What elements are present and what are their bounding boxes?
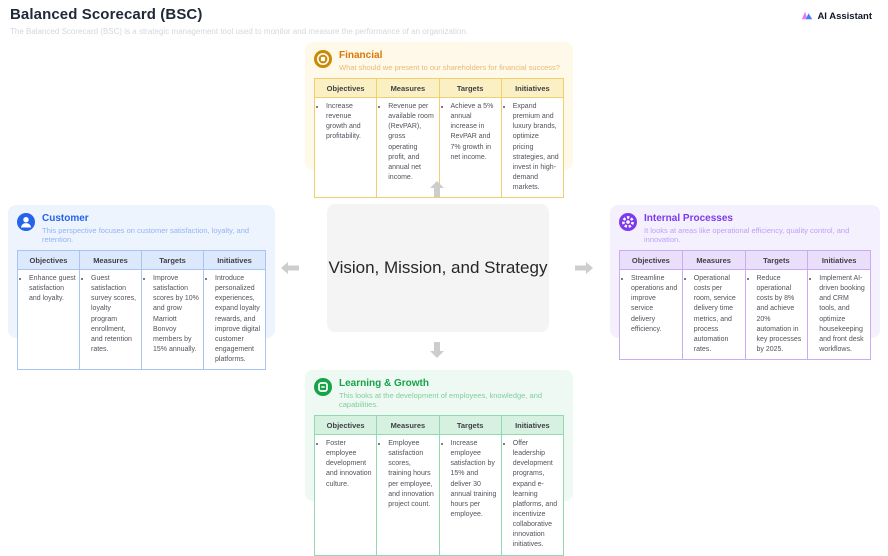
financial-title: Financial bbox=[339, 50, 383, 61]
book-icon bbox=[314, 378, 332, 396]
customer-table: Objectives Measures Targets Initiatives … bbox=[17, 250, 266, 371]
customer-col-initiatives: Initiatives bbox=[203, 250, 266, 270]
financial-col-targets: Targets bbox=[438, 78, 502, 98]
customer-col-targets: Targets bbox=[141, 250, 204, 270]
learning-col-initiatives: Initiatives bbox=[500, 415, 565, 435]
financial-cell-initiatives: Expand premium and luxury brands, optimi… bbox=[500, 96, 565, 199]
bsc-canvas: Balanced Scorecard (BSC) The Balanced Sc… bbox=[0, 0, 888, 517]
vision-mission-strategy-node[interactable]: Vision, Mission, and Strategy bbox=[327, 204, 549, 332]
internal-cell-objectives: Streamline operations and improve servic… bbox=[619, 268, 683, 361]
financial-cell-targets: Achieve a 5% annual increase in RevPAR a… bbox=[438, 96, 502, 199]
learning-growth-table: Objectives Measures Targets Initiatives … bbox=[313, 415, 565, 556]
financial-table: Objectives Measures Targets Initiatives … bbox=[313, 78, 565, 199]
financial-col-measures: Measures bbox=[376, 78, 440, 98]
internal-cell-targets: Reduce operational costs by 8% and achie… bbox=[744, 268, 809, 361]
learning-cell-initiatives: Offer leadership development programs, e… bbox=[500, 434, 565, 556]
arrow-up-connector bbox=[430, 181, 444, 197]
internal-col-initiatives: Initiatives bbox=[807, 250, 871, 270]
customer-col-objectives: Objectives bbox=[17, 250, 80, 270]
customer-col-measures: Measures bbox=[79, 250, 142, 270]
financial-subtitle: What should we present to our shareholde… bbox=[339, 63, 560, 72]
internal-processes-table: Objectives Measures Targets Initiatives … bbox=[619, 250, 871, 361]
user-icon bbox=[17, 213, 35, 231]
customer-cell-measures: Guest satisfaction survey scores, loyalt… bbox=[79, 268, 142, 371]
arrow-down-connector bbox=[430, 342, 444, 358]
ai-assistant-icon bbox=[801, 9, 813, 24]
page-subtitle: The Balanced Scorecard (BSC) is a strate… bbox=[10, 27, 469, 36]
learning-cell-targets: Increase employee satisfaction by 15% an… bbox=[438, 434, 502, 556]
customer-subtitle: This perspective focuses on customer sat… bbox=[42, 226, 250, 244]
customer-cell-targets: Improve satisfaction scores by 10% and g… bbox=[141, 268, 204, 371]
customer-cell-objectives: Enhance guest satisfaction and loyalty. bbox=[17, 268, 80, 371]
learning-col-measures: Measures bbox=[376, 415, 440, 435]
financial-col-objectives: Objectives bbox=[313, 78, 378, 98]
arrow-left-connector bbox=[281, 262, 299, 274]
learning-col-targets: Targets bbox=[438, 415, 502, 435]
internal-processes-title: Internal Processes bbox=[644, 213, 733, 224]
learning-col-objectives: Objectives bbox=[313, 415, 378, 435]
internal-cell-initiatives: Implement AI-driven booking and CRM tool… bbox=[807, 268, 871, 361]
internal-cell-measures: Operational costs per room, service deli… bbox=[681, 268, 746, 361]
ai-assistant-label: AI Assistant bbox=[817, 11, 872, 22]
internal-processes-subtitle: It looks at areas like operational effic… bbox=[644, 226, 850, 244]
internal-col-measures: Measures bbox=[681, 250, 746, 270]
table-row: Increase revenue growth and profitabilit… bbox=[313, 96, 565, 199]
ai-assistant-button[interactable]: AI Assistant bbox=[797, 7, 876, 26]
table-row: Enhance guest satisfaction and loyalty. … bbox=[17, 268, 266, 371]
learning-growth-subtitle: This looks at the development of employe… bbox=[339, 391, 543, 409]
coin-icon bbox=[314, 50, 332, 68]
table-row: Streamline operations and improve servic… bbox=[619, 268, 871, 361]
financial-cell-objectives: Increase revenue growth and profitabilit… bbox=[313, 96, 378, 199]
learning-growth-title: Learning & Growth bbox=[339, 378, 429, 389]
learning-cell-measures: Employee satisfaction scores, training h… bbox=[376, 434, 440, 556]
customer-title: Customer bbox=[42, 213, 89, 224]
internal-col-objectives: Objectives bbox=[619, 250, 683, 270]
financial-panel[interactable]: Financial What should we present to our … bbox=[305, 42, 573, 199]
financial-cell-measures: Revenue per available room (RevPAR), gro… bbox=[376, 96, 440, 199]
page-title: Balanced Scorecard (BSC) bbox=[10, 6, 203, 23]
center-label: Vision, Mission, and Strategy bbox=[328, 258, 548, 277]
customer-panel[interactable]: Customer This perspective focuses on cus… bbox=[8, 205, 275, 371]
financial-col-initiatives: Initiatives bbox=[500, 78, 565, 98]
gear-icon bbox=[619, 213, 637, 231]
internal-col-targets: Targets bbox=[744, 250, 809, 270]
customer-cell-initiatives: Introduce personalized experiences, expa… bbox=[203, 268, 266, 371]
learning-growth-panel[interactable]: Learning & Growth This looks at the deve… bbox=[305, 370, 573, 556]
arrow-right-connector bbox=[575, 262, 593, 274]
internal-processes-panel[interactable]: Internal Processes It looks at areas lik… bbox=[610, 205, 880, 361]
learning-cell-objectives: Foster employee development and innovati… bbox=[313, 434, 378, 556]
table-row: Foster employee development and innovati… bbox=[313, 434, 565, 556]
